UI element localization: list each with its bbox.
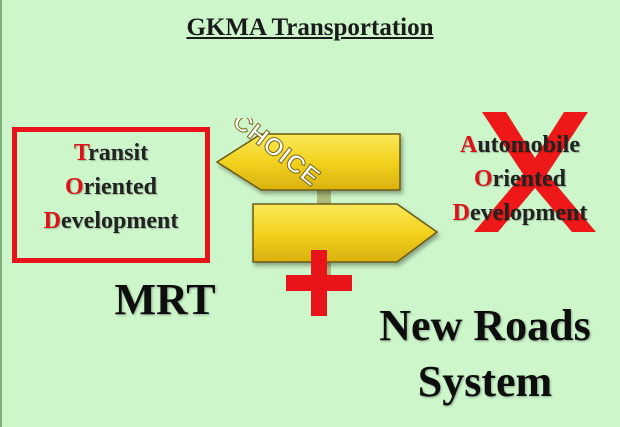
tod-line-3: Development	[43, 208, 179, 234]
sign-right-arrow	[252, 203, 439, 263]
signpost-icon: CHOICE	[215, 118, 439, 283]
new-roads-label: New Roads System	[355, 298, 615, 410]
slide-edge	[0, 0, 2, 427]
plus-icon	[286, 250, 352, 316]
new-roads-line-2: System	[417, 357, 553, 406]
aod-line-3: Development	[452, 200, 588, 226]
aod-line-2: Oriented	[474, 166, 566, 192]
tod-highlight-box	[12, 127, 210, 263]
sign-left-arrow	[215, 133, 401, 191]
aod-label: Automobile Oriented Development	[430, 128, 610, 230]
cross-out-icon	[474, 112, 596, 232]
aod-line-1: Automobile	[459, 132, 580, 158]
slide-title: GKMA Transportation	[186, 14, 434, 41]
tod-line-2: Oriented	[65, 174, 157, 200]
tod-label: Transit Oriented Development	[12, 136, 210, 238]
tod-line-1: Transit	[73, 140, 149, 166]
new-roads-line-1: New Roads	[379, 301, 591, 350]
mrt-label: MRT	[114, 275, 216, 324]
